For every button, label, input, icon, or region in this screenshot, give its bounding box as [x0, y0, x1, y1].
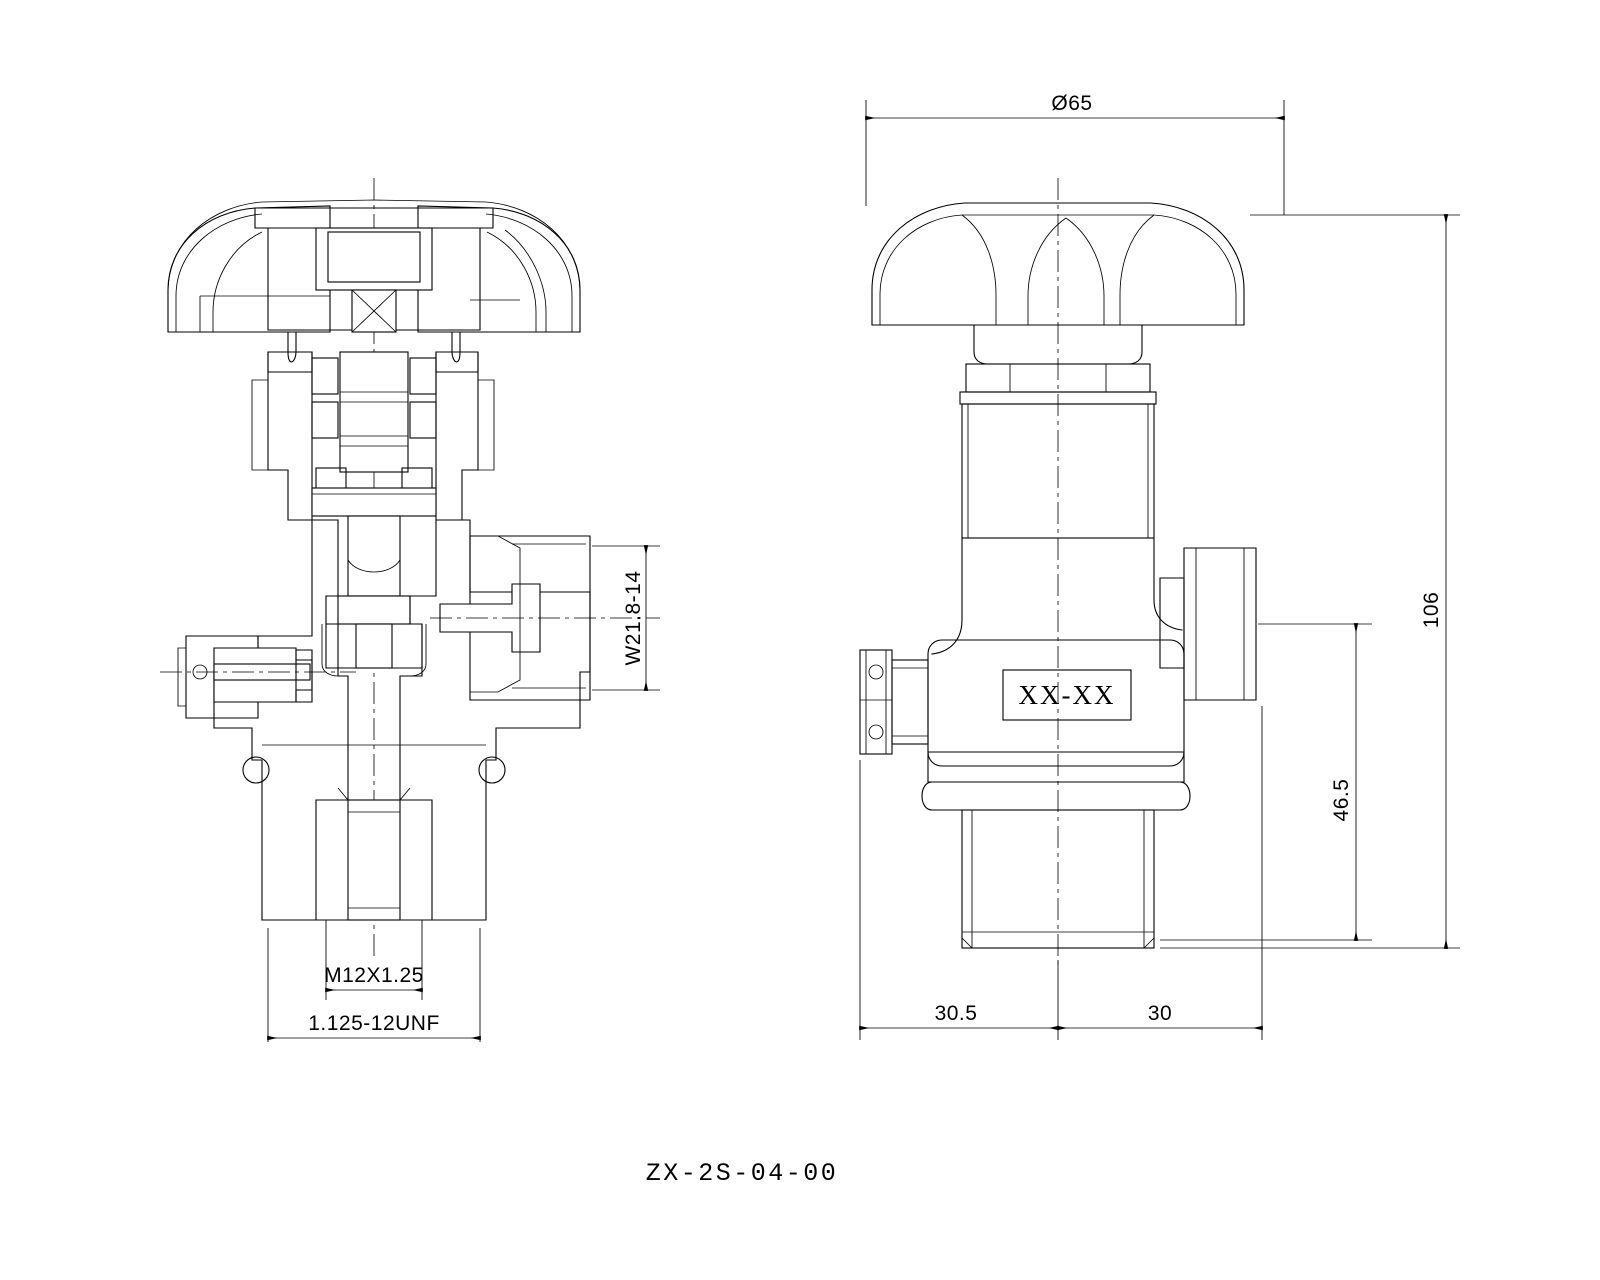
outlet-neck [1159, 577, 1185, 669]
dimension-inlet-small-thread-text: M12X1.25 [324, 964, 424, 987]
stem-o-ring-upper-left [311, 357, 339, 395]
title-block-drawing-number: ZX-2S-04-00 [646, 1159, 839, 1188]
dimension-outlet-thread: W21.8-14 [592, 545, 660, 691]
outlet-hex [1183, 547, 1257, 701]
seat-carrier [337, 595, 411, 625]
body-flange [921, 781, 1191, 811]
inlet-bore [347, 799, 401, 921]
stem-o-ring-lower-right [409, 401, 437, 439]
dimension-right-offset: 30 [1057, 706, 1263, 1040]
stem-o-ring-lower-left [311, 401, 339, 439]
dimension-outlet-thread-text: W21.8-14 [622, 570, 645, 665]
burst-disc-hole-upper [868, 664, 884, 680]
burst-disc-body [891, 659, 929, 745]
bonnet-barrel [961, 403, 1155, 539]
body-o-ring-left [242, 756, 270, 784]
burst-disc-hole-lower [868, 724, 884, 740]
inlet-spigot [961, 809, 1155, 949]
nameplate-text: XX-XX [1019, 680, 1116, 710]
burst-disc-section [160, 635, 356, 719]
dimension-overall-height-text: 106 [1420, 592, 1443, 629]
dimension-outlet-centre-height: 46.5 [1160, 623, 1372, 941]
stem-o-ring-upper-right [409, 357, 437, 395]
outlet-nipple [439, 583, 541, 653]
bonnet-section [251, 351, 495, 677]
spindle-shaft [347, 515, 401, 597]
body-o-ring-right [478, 756, 506, 784]
dimension-inlet-main-thread: 1.125-12UNF [267, 928, 481, 1042]
handwheel-elevation [871, 202, 1245, 326]
dimension-left-offset-text: 30.5 [935, 1002, 978, 1025]
elevation-view: XX-XX Ø65 106 46.5 30.5 [859, 92, 1460, 1040]
dimension-outlet-centre-height-text: 46.5 [1330, 779, 1353, 822]
handwheel-section [167, 199, 581, 363]
dimension-overall-height: 106 [1160, 214, 1460, 949]
dimension-handwheel-diameter-text: Ø65 [1051, 92, 1092, 115]
nameplate-frame [1002, 669, 1132, 721]
outlet-port-section [430, 535, 660, 701]
dimension-inlet-small-thread: M12X1.25 [324, 920, 424, 1000]
body-skirt [927, 751, 1185, 783]
outlet-elevation [1110, 547, 1257, 701]
gland-washer [311, 487, 437, 517]
dimension-handwheel-diameter: Ø65 [865, 92, 1285, 215]
dimension-left-offset: 30.5 [859, 760, 1059, 1040]
section-view: W21.8-14 M12X1.25 1.125-12UNF [160, 178, 660, 1042]
valve-body-elevation [921, 537, 1191, 949]
valve-stem [339, 351, 409, 473]
dimension-inlet-main-thread-text: 1.125-12UNF [308, 1012, 440, 1035]
burst-disc-cap [859, 649, 893, 755]
dimension-right-offset-text: 30 [1148, 1002, 1172, 1025]
burst-disc-elevation [859, 649, 929, 755]
valve-body-section [213, 519, 591, 921]
bonnet-elevation [959, 324, 1157, 539]
